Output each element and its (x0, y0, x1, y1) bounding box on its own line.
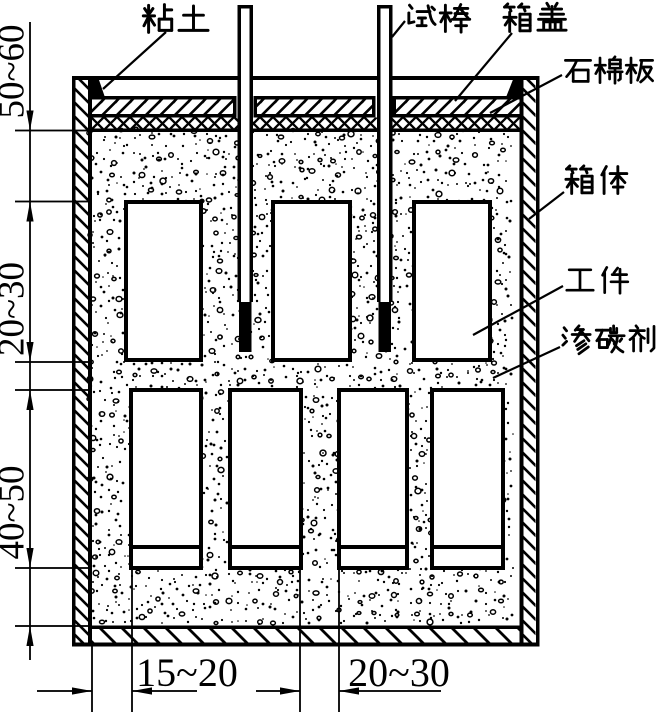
svg-text:40~50: 40~50 (0, 465, 33, 559)
svg-text:20~30: 20~30 (0, 262, 33, 356)
svg-text:50~60: 50~60 (0, 24, 33, 118)
svg-text:20~30: 20~30 (348, 650, 450, 695)
svg-text:15~20: 15~20 (136, 650, 238, 695)
